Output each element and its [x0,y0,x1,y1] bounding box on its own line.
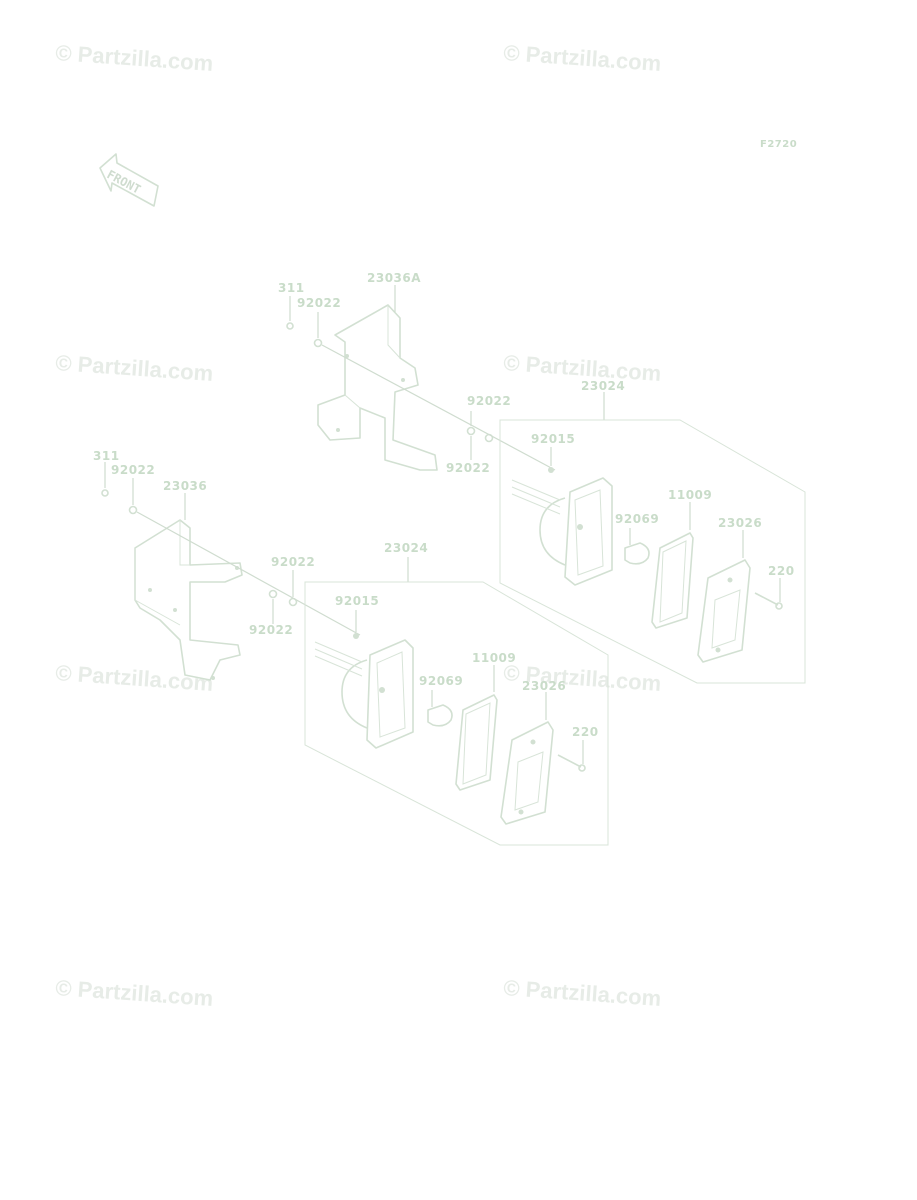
label-upper-nut: 311 [278,281,305,295]
washer-upper-mid-a [466,426,476,436]
label-upper-lens: 23026 [718,516,762,530]
label-lower-gasket: 11009 [472,651,516,665]
label-lower-screw: 220 [572,725,599,739]
watermarks: © Partzilla.com © Partzilla.com © Partzi… [55,40,662,1011]
watermark: © Partzilla.com [55,350,214,386]
gasket-lower [455,694,498,791]
watermark: © Partzilla.com [55,975,214,1011]
gasket-upper [651,532,694,629]
diagram-code: F2720 [760,139,797,150]
watermark: © Partzilla.com [55,660,214,696]
nut-lower [101,489,109,497]
front-arrow-icon: FRONT [99,153,159,207]
screw-lower [557,740,586,772]
lens-upper [697,530,751,663]
assembly-box-upper [499,419,806,684]
label-lower-bracket: 23036 [163,479,207,493]
lens-lower [500,692,554,825]
label-lower-washer-mid-b: 92022 [249,623,293,637]
washer-lower-top [128,505,138,515]
lamp-housing-lower [314,610,414,749]
label-upper-washer-mid-a: 92022 [467,394,511,408]
bulb-upper [624,528,650,565]
washer-upper-top [313,338,323,348]
label-lower-bulb: 92069 [419,674,463,688]
upper-assembly: 311 92022 23036A 92022 92022 23024 92015… [278,271,806,684]
watermark: © Partzilla.com [503,40,662,76]
label-lower-screw-small: 92015 [335,594,379,608]
label-lower-washer-top: 92022 [111,463,155,477]
label-upper-screw-small: 92015 [531,432,575,446]
front-label: FRONT [105,167,143,196]
watermark: © Partzilla.com [55,40,214,76]
label-upper-gasket: 11009 [668,488,712,502]
bulb-lower [427,690,453,727]
lamp-housing-upper [511,447,613,586]
label-upper-bracket: 23036A [367,271,421,285]
label-lower-lens: 23026 [522,679,566,693]
bracket-lower [134,519,243,681]
label-upper-washer-top: 92022 [297,296,341,310]
label-lower-washer-mid-a: 92022 [271,555,315,569]
washer-lower-mid-a [268,589,278,599]
watermark: © Partzilla.com [503,975,662,1011]
label-upper-assembly: 23024 [581,379,625,393]
assembly-box-lower [304,581,609,846]
label-upper-bulb: 92069 [615,512,659,526]
label-lower-nut: 311 [93,449,120,463]
bracket-upper [317,304,438,471]
lower-assembly: 311 92022 23036 92022 92022 23024 92015 … [93,449,609,846]
label-lower-assembly: 23024 [384,541,428,555]
label-upper-screw: 220 [768,564,795,578]
label-upper-washer-mid-b: 92022 [446,461,490,475]
nut-upper [286,322,294,330]
screw-upper [754,578,783,610]
